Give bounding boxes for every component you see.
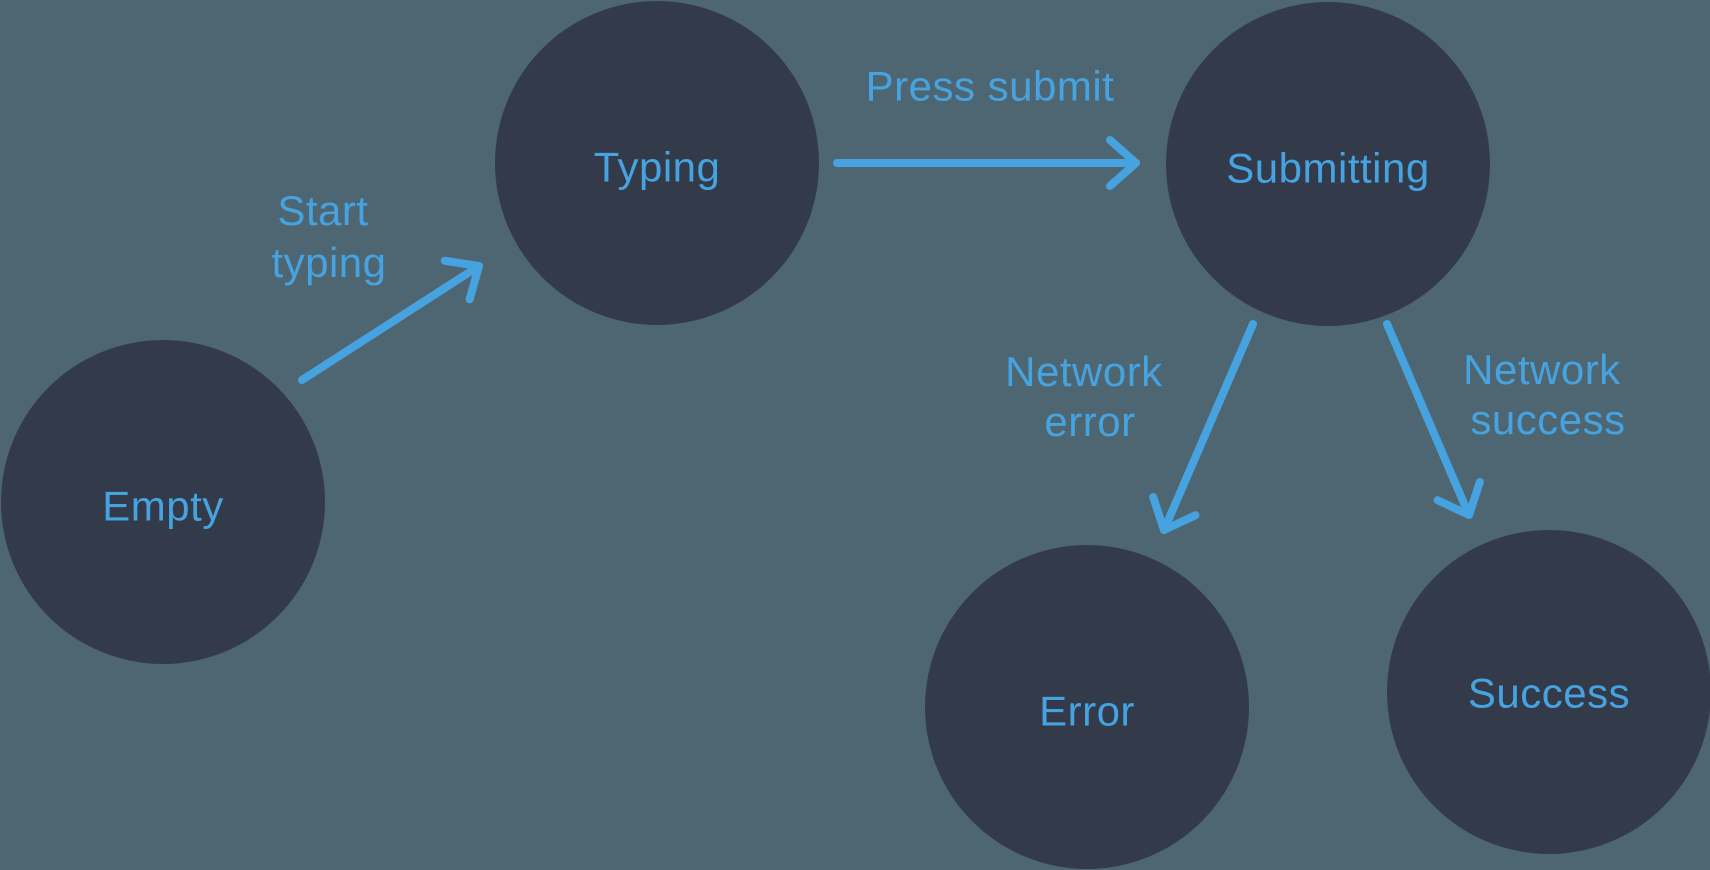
state-circle-error: [925, 545, 1249, 869]
state-node-success: Success: [1387, 530, 1710, 854]
edge-label-line: error: [1044, 398, 1135, 445]
edge-label-line: Start: [277, 187, 368, 234]
state-circle-submitting: [1166, 2, 1490, 326]
state-label-typing: Typing: [594, 144, 721, 191]
state-label-empty: Empty: [102, 483, 224, 530]
state-node-empty: Empty: [1, 340, 325, 664]
edge-submitting-to-error: [1149, 320, 1257, 534]
state-label-success: Success: [1468, 670, 1630, 717]
edge-submitting-to-success: [1383, 320, 1484, 519]
state-circle-empty: [1, 340, 325, 664]
edge-label-press-submit: Press submit: [866, 63, 1115, 110]
state-label-submitting: Submitting: [1226, 145, 1429, 192]
edge-label-line: success: [1470, 396, 1625, 443]
edge-label-network-error: Network error: [1005, 348, 1175, 445]
state-node-error: Error: [925, 545, 1249, 869]
edge-label-line: typing: [271, 239, 386, 286]
state-circle-success: [1387, 530, 1710, 854]
edge-label-network-success: Network success: [1463, 346, 1633, 443]
edge-label-start-typing: Start typing: [271, 187, 386, 286]
state-node-typing: Typing: [495, 1, 819, 325]
state-circle-typing: [495, 1, 819, 325]
edge-label-line: Network: [1005, 348, 1163, 395]
edge-label-line: Network: [1463, 346, 1621, 393]
state-node-submitting: Submitting: [1166, 2, 1490, 326]
state-label-error: Error: [1039, 688, 1135, 735]
edge-empty-to-typing: [298, 256, 483, 384]
